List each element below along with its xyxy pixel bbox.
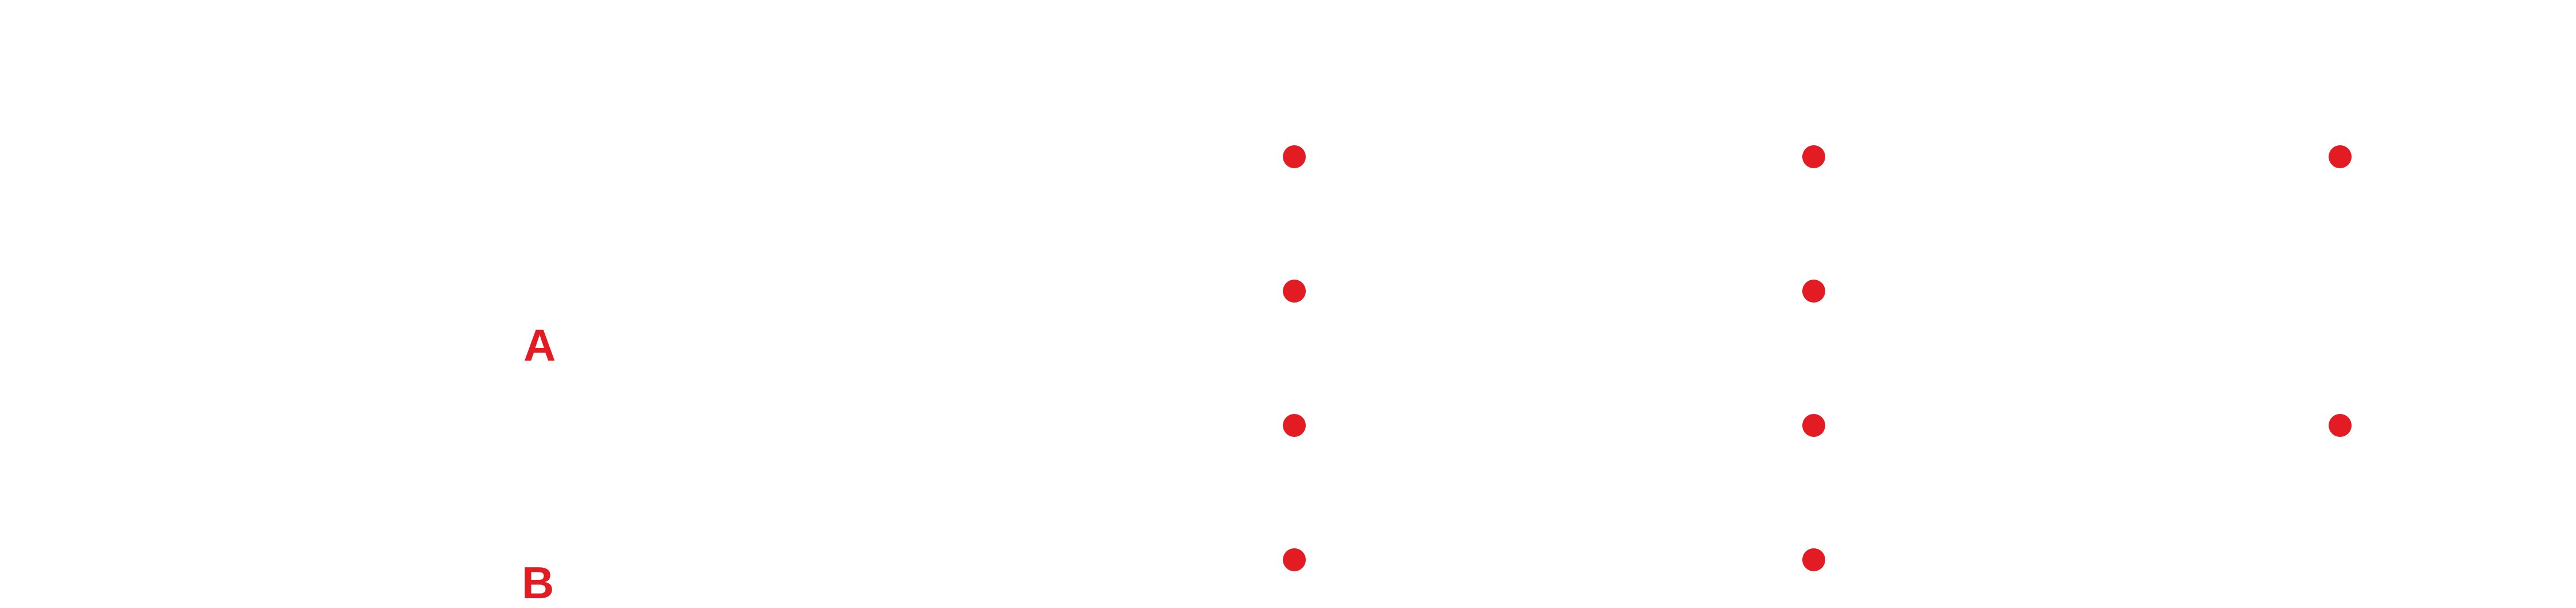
label-a: A — [523, 320, 556, 370]
red-dot-icon — [1283, 414, 1306, 437]
red-dot-icon — [1283, 145, 1306, 168]
label-b: B — [522, 557, 554, 608]
red-dot-icon — [2329, 145, 2352, 168]
red-dot-icon — [1802, 548, 1825, 571]
red-dot-icon — [1283, 280, 1306, 303]
red-dot-icon — [2329, 414, 2352, 437]
red-dot-icon — [1802, 414, 1825, 437]
red-dot-icon — [1802, 145, 1825, 168]
red-dot-icon — [1802, 280, 1825, 303]
red-dot-icon — [1283, 548, 1306, 571]
